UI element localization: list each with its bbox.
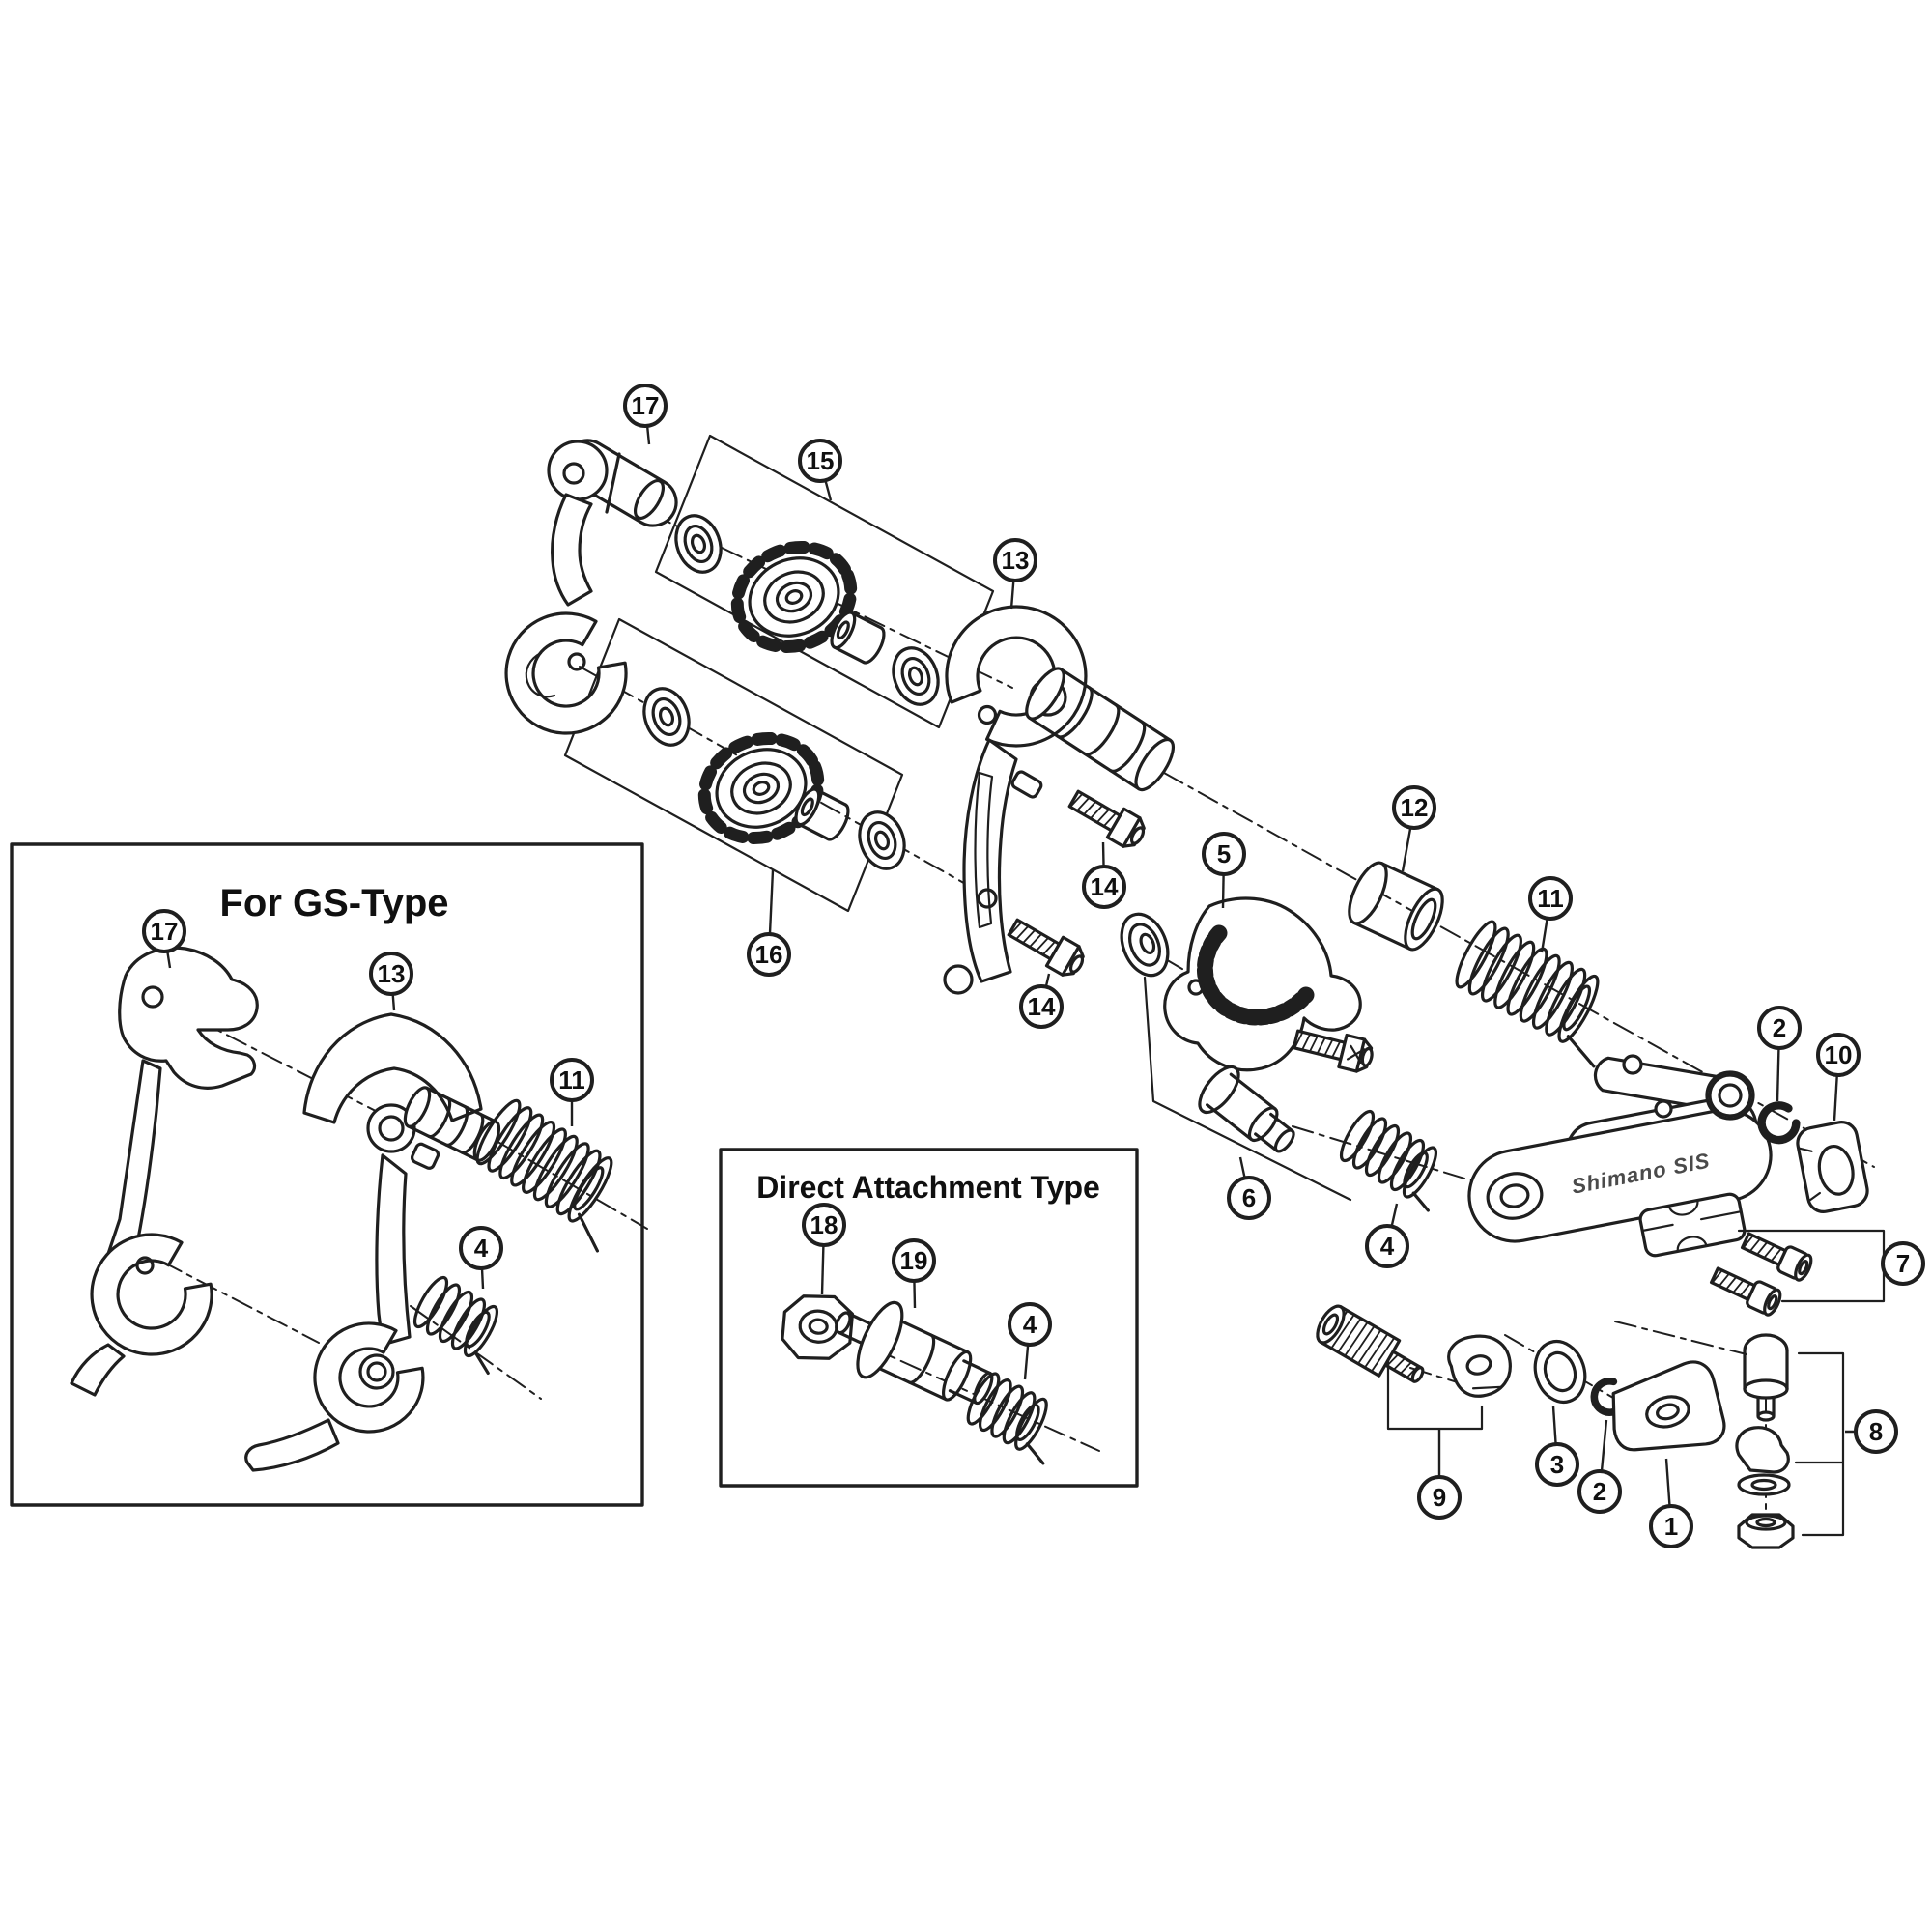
gs-box-title: For GS-Type [219, 882, 448, 924]
bracket-axle-bolt-group [1735, 1333, 1845, 1549]
callout-number-main-14: 14 [1091, 872, 1119, 901]
callout-number-gs-11: 11 [558, 1065, 585, 1094]
callout-circle-main-14 [1019, 984, 1064, 1029]
cable-fixing-clamp [1638, 1192, 1886, 1319]
callout-number-main-4: 4 [1380, 1232, 1395, 1261]
pulley-bushing [794, 787, 850, 841]
callout-circle-gs-17 [142, 909, 186, 953]
callout-circle-main-6 [1227, 1176, 1271, 1220]
callout-number-main-9: 9 [1433, 1483, 1446, 1512]
callout-circle-main-2 [1757, 1006, 1802, 1050]
stopper-screw [1290, 1021, 1378, 1076]
callout-circle-main-2 [1577, 1469, 1622, 1514]
callout-number-main-10: 10 [1825, 1040, 1853, 1069]
stopper-pivot-shaft [1198, 1065, 1295, 1153]
callout-circle-main-1 [1649, 1504, 1693, 1548]
callout-circle-direct-19 [892, 1238, 936, 1283]
tension-spring [1448, 916, 1606, 1068]
callout-circle-main-10 [1816, 1033, 1861, 1077]
gs-inner-cage-plate [244, 1012, 501, 1472]
gs-tension-spring [469, 1094, 620, 1253]
callout-number-main-13: 13 [1002, 546, 1030, 575]
cage-bolt [1064, 782, 1151, 854]
mounting-nut [781, 1294, 855, 1360]
pulley-washer [850, 804, 914, 877]
cage-stopper-plate [1163, 896, 1362, 1072]
callout-number-main-8: 8 [1869, 1417, 1883, 1446]
callout-number-gs-4: 4 [474, 1234, 489, 1263]
direct-attachment-inset: Direct Attachment Type [719, 1148, 1139, 1488]
direct-box-title: Direct Attachment Type [756, 1170, 1100, 1205]
callout-circle-main-5 [1202, 832, 1246, 876]
callout-number-main-11: 11 [1537, 884, 1564, 913]
gs-p-spring [408, 1271, 504, 1376]
callout-number-main-7: 7 [1896, 1249, 1910, 1278]
mounting-axle-unit [835, 1300, 994, 1406]
direct-p-spring [960, 1368, 1054, 1465]
callout-number-main-3: 3 [1550, 1450, 1564, 1479]
callout-circle-main-12 [1392, 785, 1436, 830]
callout-circle-main-13 [993, 538, 1037, 582]
callout-circle-direct-18 [802, 1203, 846, 1247]
callout-circle-main-14 [1082, 865, 1126, 909]
callout-circle-main-17 [623, 384, 668, 428]
callout-circle-main-9 [1417, 1475, 1462, 1520]
cage-bolt [1003, 911, 1091, 982]
callout-number-gs-17: 17 [151, 917, 179, 946]
callout-circle-main-11 [1528, 876, 1573, 921]
callout-circle-main-16 [747, 932, 791, 977]
callout-number-main-2: 2 [1773, 1013, 1786, 1042]
flat-washer [1533, 1340, 1587, 1404]
callout-number-main-16: 16 [755, 940, 783, 969]
callout-number-direct-19: 19 [900, 1246, 928, 1275]
callout-circle-gs-13 [369, 952, 413, 996]
callout-number-direct-18: 18 [810, 1210, 838, 1239]
callout-number-main-14: 14 [1028, 992, 1056, 1021]
callout-number-direct-4: 4 [1023, 1310, 1037, 1339]
pulley-group-frame-15 [654, 434, 995, 729]
callout-number-main-12: 12 [1401, 793, 1429, 822]
inner-cage-plate [943, 605, 1176, 995]
callout-circle-main-15 [798, 439, 842, 483]
callout-number-main-17: 17 [632, 391, 660, 420]
callout-number-main-2: 2 [1593, 1477, 1606, 1506]
cable-adjusting-barrel [1316, 1304, 1512, 1431]
callout-circle-direct-4 [1008, 1302, 1052, 1347]
callout-leader-layer [162, 405, 1903, 1527]
callout-number-main-1: 1 [1664, 1512, 1678, 1541]
callout-number-gs-13: 13 [378, 959, 406, 988]
spring-bushing [1348, 861, 1444, 952]
callout-circle-main-4 [1365, 1224, 1409, 1268]
callout-circle-gs-11 [550, 1058, 594, 1102]
p-tension-spring [1334, 1105, 1443, 1212]
derailleur-body: Shimano SIS [1467, 1054, 1773, 1243]
gs-outer-cage-plate [70, 946, 259, 1397]
callout-number-main-15: 15 [807, 446, 835, 475]
outer-cage-plate [504, 439, 678, 735]
callout-circle-main-8 [1854, 1409, 1898, 1454]
pivot-cover-plate [1796, 1121, 1869, 1213]
callout-number-main-6: 6 [1242, 1183, 1256, 1212]
gs-type-inset: For GS-Type [10, 842, 644, 1507]
bracket-axle-plate [1611, 1360, 1726, 1452]
pulley-washer [635, 680, 698, 753]
snap-ring [1758, 1101, 1801, 1144]
callout-circle-gs-4 [459, 1226, 503, 1270]
callout-number-main-5: 5 [1217, 839, 1231, 868]
callout-circle-main-7 [1881, 1241, 1925, 1286]
pulley-bushing [830, 611, 886, 665]
callout-circle-main-3 [1535, 1442, 1579, 1487]
stopper-washer [1120, 912, 1170, 978]
group-bracket-6 [1143, 976, 1352, 1202]
